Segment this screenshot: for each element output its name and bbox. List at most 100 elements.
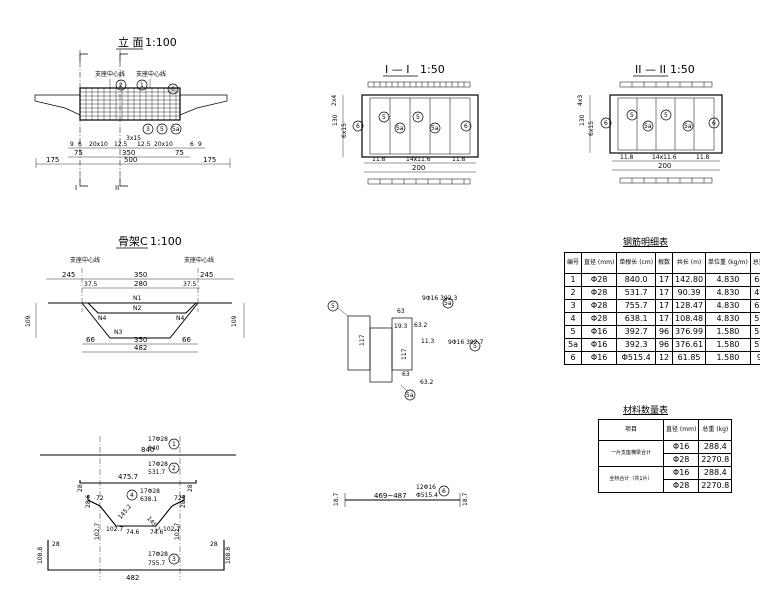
bar-dots-bottom xyxy=(367,178,471,185)
svg-text:72: 72 xyxy=(174,495,182,502)
svg-text:11.8: 11.8 xyxy=(372,156,386,163)
svg-text:28.6: 28.6 xyxy=(180,494,187,508)
svg-text:102.7: 102.7 xyxy=(163,526,180,533)
rebar-table-title: 钢筋明细表 xyxy=(623,238,669,248)
center-line-label-right: 支座中心线 xyxy=(136,70,166,78)
svg-text:74.6: 74.6 xyxy=(150,529,164,536)
svg-text:482: 482 xyxy=(126,574,139,582)
section-II-callouts: 6 5 5a 5 5a 6 xyxy=(600,109,720,132)
svg-text:17Φ28: 17Φ28 xyxy=(148,436,168,443)
svg-text:102.7: 102.7 xyxy=(106,526,123,533)
svg-text:1: 1 xyxy=(140,82,144,89)
svg-text:6: 6 xyxy=(712,120,716,127)
svg-text:28: 28 xyxy=(52,541,60,548)
svg-text:102.7: 102.7 xyxy=(94,523,101,540)
bar6-dim: 469~487 xyxy=(374,492,407,500)
svg-text:531.7: 531.7 xyxy=(148,469,165,476)
svg-text:108.8: 108.8 xyxy=(37,547,44,564)
svg-text:14x11.6: 14x11.6 xyxy=(652,154,677,161)
svg-text:2x4: 2x4 xyxy=(331,95,338,106)
svg-text:37.5: 37.5 xyxy=(84,281,98,288)
svg-text:145.2: 145.2 xyxy=(117,503,134,521)
svg-text:6: 6 xyxy=(78,141,82,148)
section-mark-II: II xyxy=(115,184,119,192)
svg-text:5: 5 xyxy=(160,126,164,133)
svg-text:28: 28 xyxy=(210,541,218,548)
svg-text:500: 500 xyxy=(124,156,137,164)
svg-text:350: 350 xyxy=(122,149,135,157)
material-table-title: 材料数量表 xyxy=(623,406,669,416)
svg-text:9Φ16 392.7: 9Φ16 392.7 xyxy=(448,339,483,346)
svg-text:37.5: 37.5 xyxy=(183,281,197,288)
svg-text:63.2: 63.2 xyxy=(414,322,428,329)
section-mark-I: I xyxy=(75,184,77,192)
svg-text:6x15: 6x15 xyxy=(588,121,595,136)
svg-text:N2: N2 xyxy=(133,305,141,312)
svg-text:5a: 5a xyxy=(684,123,692,130)
bar-dots-top xyxy=(367,81,471,88)
cage-mark: C xyxy=(140,235,148,248)
svg-text:200: 200 xyxy=(412,164,425,172)
svg-text:130: 130 xyxy=(332,114,339,126)
svg-text:280: 280 xyxy=(134,280,147,288)
cage-title: 骨架 xyxy=(118,235,140,248)
section-I-callouts: 6 5 5a 5 5a 6 xyxy=(352,111,472,134)
svg-text:18.7: 18.7 xyxy=(462,492,469,506)
stirrup-callout-5: 5 xyxy=(331,303,335,310)
svg-text:6: 6 xyxy=(442,488,446,495)
elevation-title: 立 面 xyxy=(118,35,144,49)
svg-text:5a: 5a xyxy=(172,126,180,133)
svg-text:11.8: 11.8 xyxy=(696,154,710,161)
svg-text:4: 4 xyxy=(130,492,134,499)
svg-text:12.5: 12.5 xyxy=(137,141,151,148)
svg-text:102.7: 102.7 xyxy=(174,523,181,540)
svg-text:72: 72 xyxy=(96,495,104,502)
svg-text:28: 28 xyxy=(187,484,194,492)
svg-text:6: 6 xyxy=(171,86,175,93)
svg-text:14x11.6: 14x11.6 xyxy=(406,156,431,163)
svg-text:N3: N3 xyxy=(114,329,122,336)
section-II-title: II — II xyxy=(635,63,666,76)
svg-text:2: 2 xyxy=(119,82,123,89)
dim-3x15: 3x15 xyxy=(126,135,141,142)
svg-text:18.7: 18.7 xyxy=(333,492,340,506)
svg-text:3: 3 xyxy=(146,126,150,133)
svg-text:638.1: 638.1 xyxy=(140,496,157,503)
svg-text:17Φ28: 17Φ28 xyxy=(140,488,160,495)
svg-text:482: 482 xyxy=(134,344,147,352)
svg-text:117: 117 xyxy=(359,334,366,346)
svg-text:9: 9 xyxy=(198,141,202,148)
svg-text:11.8: 11.8 xyxy=(620,154,634,161)
svg-text:4x3: 4x3 xyxy=(577,95,584,106)
cage-view: 骨架 C 1:100 支座中心线 支座中心线 245 350 245 37.5 … xyxy=(25,235,245,353)
svg-text:9Φ16 392.3: 9Φ16 392.3 xyxy=(422,295,457,302)
svg-text:5a: 5a xyxy=(396,125,404,132)
svg-text:11.3: 11.3 xyxy=(421,338,435,345)
section-II-view: II — II 1:50 6 5 5a 5 5a 6 4x3 130 6x15 xyxy=(577,63,723,184)
svg-text:5: 5 xyxy=(416,114,420,121)
svg-text:5a: 5a xyxy=(444,300,452,307)
svg-text:28: 28 xyxy=(77,484,84,492)
svg-text:74.6: 74.6 xyxy=(126,529,140,536)
svg-text:6: 6 xyxy=(604,120,608,127)
svg-text:63: 63 xyxy=(402,371,410,378)
cage-center-label-right: 支座中心线 xyxy=(184,256,214,264)
svg-text:175: 175 xyxy=(203,156,216,164)
svg-text:5a: 5a xyxy=(644,123,652,130)
cage-scale: 1:100 xyxy=(150,235,182,248)
svg-text:6: 6 xyxy=(464,123,468,130)
svg-text:475.7: 475.7 xyxy=(118,473,138,481)
svg-text:66: 66 xyxy=(86,336,95,344)
svg-text:6: 6 xyxy=(356,123,360,130)
svg-text:6x15: 6x15 xyxy=(341,123,348,138)
svg-text:2: 2 xyxy=(172,465,176,472)
svg-text:130: 130 xyxy=(579,114,586,126)
svg-text:N4: N4 xyxy=(176,315,184,322)
